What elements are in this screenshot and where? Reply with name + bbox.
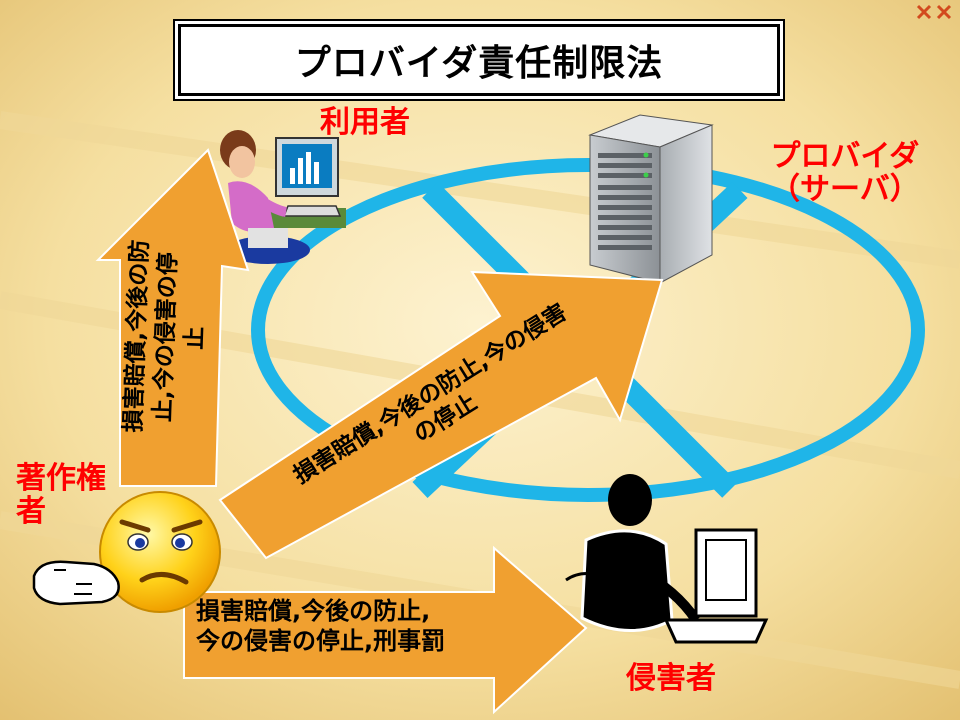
infringer-at-computer-icon — [565, 474, 769, 644]
page-title: プロバイダ責任制限法 — [294, 43, 664, 84]
arrow-to-infringer — [183, 545, 588, 715]
arrow-to-infringer-line2: 今の侵害の停止,刑事罰 — [196, 627, 446, 655]
label-copyright-line2: 者 — [16, 494, 46, 529]
arrow-to-provider — [218, 270, 664, 560]
network-ellipse — [251, 158, 925, 502]
label-provider-line1: プロバイダ — [770, 139, 920, 174]
label-copyright-line1: 著作権 — [16, 461, 106, 496]
label-copyright-holder: 著作権 者 — [16, 462, 106, 528]
title-box: プロバイダ責任制限法 — [178, 24, 780, 96]
arrow-to-infringer-line1: 損害賠償,今後の防止, — [196, 597, 431, 625]
arrow-to-infringer-text: 損害賠償,今後の防止, 今の侵害の停止,刑事罰 — [196, 596, 516, 656]
label-infringer: 侵害者 — [626, 661, 716, 696]
user-at-computer-icon — [220, 130, 346, 264]
angry-face-icon — [32, 491, 221, 613]
label-provider: プロバイダ （サーバ） — [770, 140, 920, 206]
label-provider-line2: （サーバ） — [770, 172, 920, 207]
label-user: 利用者 — [320, 105, 410, 140]
arrow-to-user — [95, 148, 250, 487]
server-icon — [588, 114, 714, 284]
